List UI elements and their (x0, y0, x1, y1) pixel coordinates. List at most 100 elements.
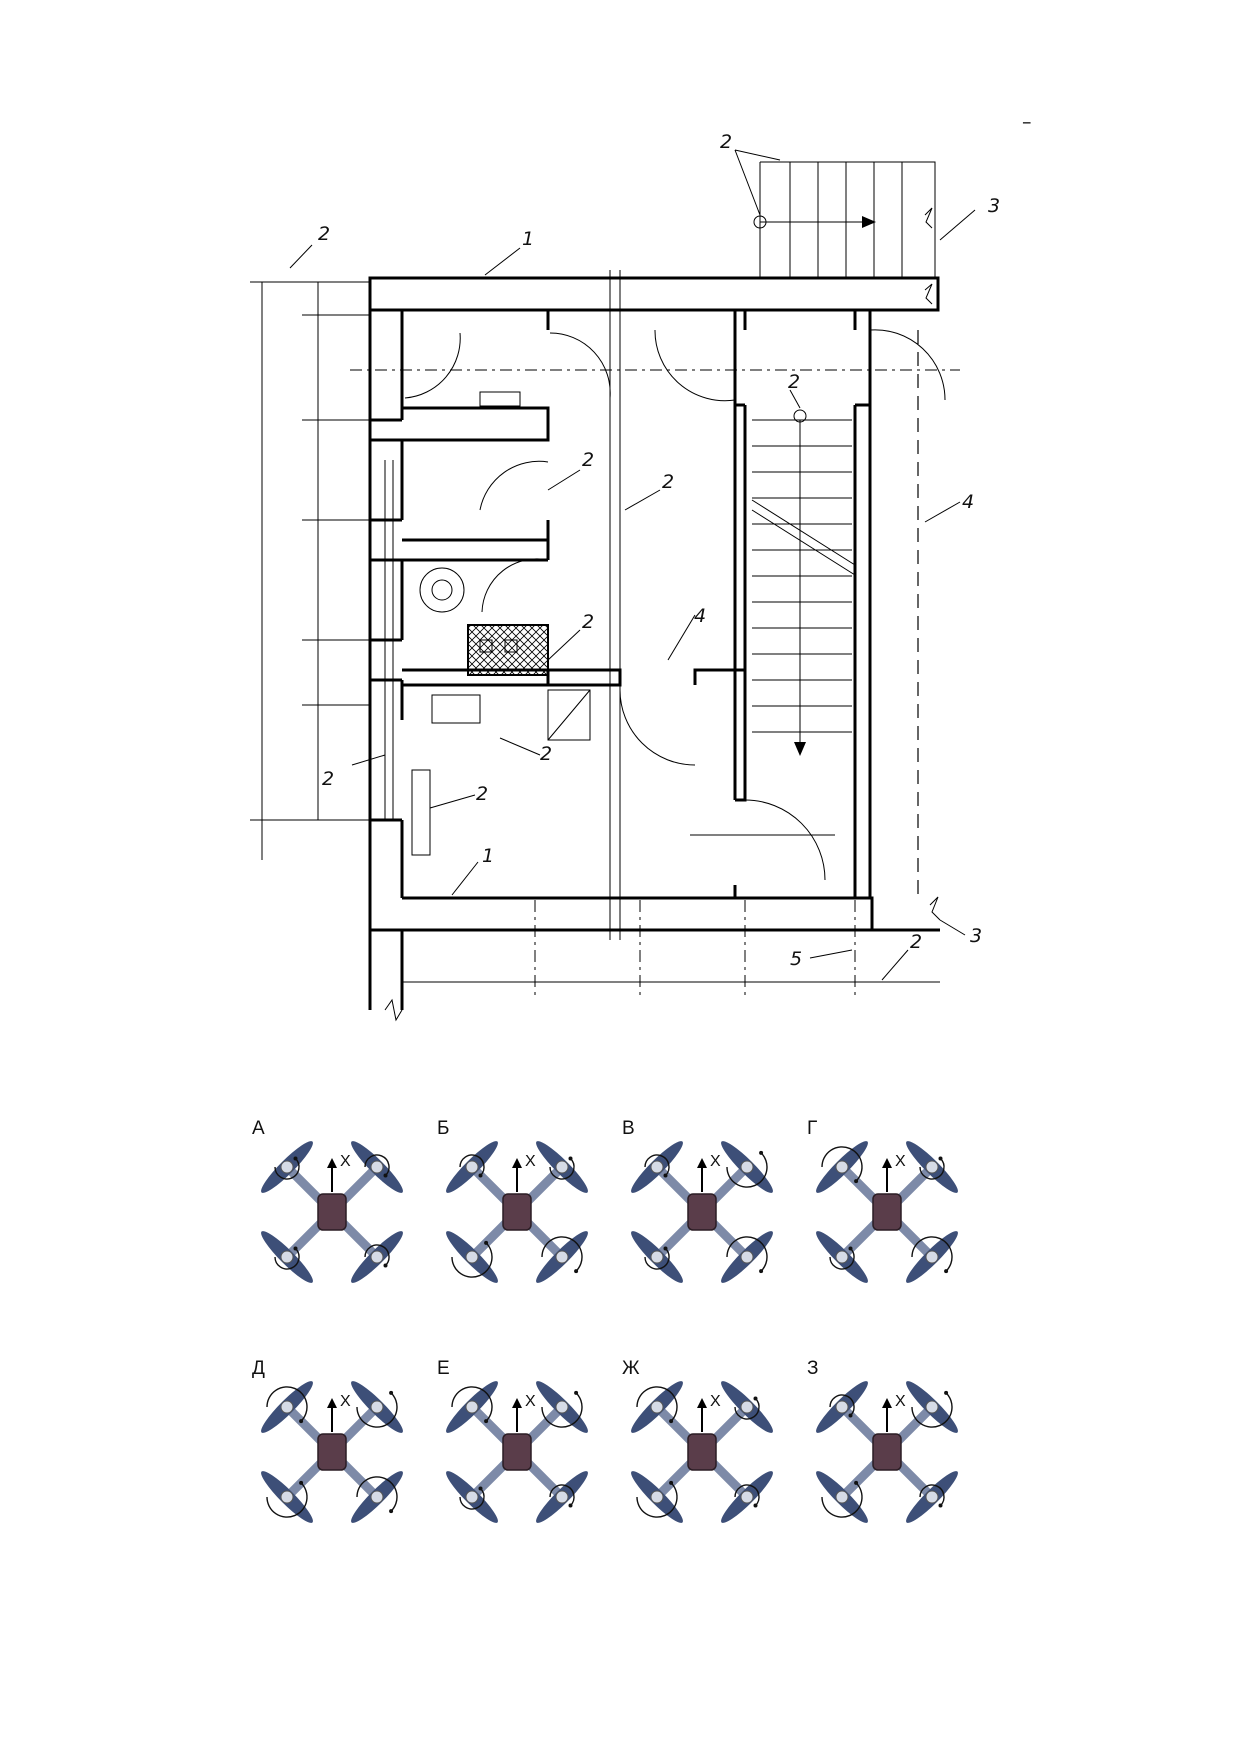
callout-2-bottom-right: 2 (910, 931, 922, 953)
motor-hub (555, 1490, 569, 1504)
rotation-ccw-arrow-icon (734, 1398, 760, 1420)
rotation-cw-arrow-icon (829, 1394, 855, 1416)
callout-2-stove: 2 (582, 611, 594, 633)
drone-letter: З (807, 1358, 819, 1379)
rotation-ccw-arrow-icon (459, 1488, 485, 1510)
motor-hub (280, 1160, 294, 1174)
rotation-cw-arrow-icon (451, 1386, 493, 1422)
motor-hub (555, 1250, 569, 1264)
motor-hub (925, 1400, 939, 1414)
motor-hub (835, 1400, 849, 1414)
drone-letter: Ж (622, 1358, 640, 1379)
rotation-ccw-arrow-icon (356, 1392, 398, 1428)
motor-hub (740, 1250, 754, 1264)
arrowhead-icon (663, 1173, 668, 1178)
callout-2-corridor: 2 (662, 471, 674, 493)
drone-body (872, 1193, 902, 1231)
callout-2-kitchen: 2 (540, 743, 552, 765)
arrowhead-icon (568, 1156, 573, 1161)
callout-1-bottom: 1 (482, 845, 494, 867)
x-axis-label: X (710, 1393, 721, 1410)
motor-hub (280, 1490, 294, 1504)
x-axis-label: X (525, 1393, 536, 1410)
callout-2-inner-stair: 2 (788, 371, 800, 393)
motor-hub (370, 1400, 384, 1414)
exterior-walls (368, 276, 940, 1010)
rotation-cw-arrow-icon (821, 1146, 863, 1182)
motor-hub (740, 1400, 754, 1414)
rotation-ccw-arrow-icon (274, 1158, 300, 1180)
break-marks (384, 207, 941, 1022)
arrowhead-icon (944, 1269, 949, 1274)
arrowhead-icon (854, 1179, 859, 1184)
top-mark: – (1022, 111, 1032, 133)
x-axis-arrowhead-icon (697, 1398, 707, 1408)
drone-letter: Е (437, 1358, 450, 1379)
rotation-cw-arrow-icon (266, 1386, 308, 1422)
axis-lines (250, 270, 960, 1000)
arrowhead-icon (848, 1246, 853, 1251)
motor-hub (835, 1160, 849, 1174)
arrowhead-icon (478, 1486, 483, 1491)
drone-letter: В (622, 1118, 635, 1139)
callout-4-right: 4 (962, 491, 974, 513)
rotation-cw-arrow-icon (549, 1484, 575, 1506)
rotation-ccw-arrow-icon (911, 1392, 953, 1428)
rotation-cw-arrow-icon (364, 1244, 390, 1266)
arrowhead-icon (389, 1390, 394, 1395)
x-axis-label: X (525, 1153, 536, 1170)
motor-hub (740, 1160, 754, 1174)
callout-2-fixture: 2 (476, 783, 488, 805)
drone-body (687, 1193, 717, 1231)
rotation-ccw-arrow-icon (549, 1158, 575, 1180)
arrowhead-icon (663, 1246, 668, 1251)
rotation-ccw-arrow-icon (266, 1482, 308, 1518)
drone-letter: Д (252, 1358, 265, 1379)
arrowhead-icon (574, 1390, 579, 1395)
arrowhead-icon (938, 1156, 943, 1161)
motor-hub (925, 1160, 939, 1174)
rotation-ccw-arrow-icon (644, 1248, 670, 1270)
arrowhead-icon (574, 1269, 579, 1274)
rotation-cw-arrow-icon (636, 1386, 678, 1422)
arrowhead-icon (299, 1419, 304, 1424)
external-stair (753, 161, 936, 278)
rotation-ccw-arrow-icon (451, 1242, 493, 1278)
drone-letter: Г (807, 1118, 818, 1139)
motor-hub (465, 1490, 479, 1504)
drone-body (317, 1193, 347, 1231)
quadcopter-icon: X (816, 1381, 958, 1523)
motor-hub (925, 1490, 939, 1504)
motor-hub (650, 1250, 664, 1264)
rotation-ccw-arrow-icon (274, 1248, 300, 1270)
arrowhead-icon (293, 1156, 298, 1161)
arrowhead-icon (854, 1480, 859, 1485)
motor-hub (925, 1250, 939, 1264)
rotation-ccw-arrow-icon (726, 1152, 768, 1188)
arrowhead-icon (484, 1419, 489, 1424)
motor-hub (835, 1250, 849, 1264)
inner-stair (751, 409, 856, 756)
motor-hub (555, 1400, 569, 1414)
x-axis-label: X (340, 1153, 351, 1170)
quadcopter-icon: X (816, 1141, 958, 1283)
arrowhead-icon (753, 1396, 758, 1401)
callouts: 1 2 2 3 2 2 2 4 2 4 2 2 2 1 3 5 2 (289, 131, 1000, 981)
x-axis-arrowhead-icon (512, 1158, 522, 1168)
arrowhead-icon (759, 1269, 764, 1274)
callout-2-left-bottom: 2 (322, 768, 334, 790)
arrowhead-icon (938, 1503, 943, 1508)
motor-hub (370, 1490, 384, 1504)
drone-body (502, 1433, 532, 1471)
motor-hub (740, 1490, 754, 1504)
rotation-ccw-arrow-icon (829, 1248, 855, 1270)
drone-body (872, 1433, 902, 1471)
doors (404, 329, 946, 881)
arrowhead-icon (383, 1173, 388, 1178)
quadcopter-icon: X (261, 1381, 403, 1523)
x-axis-arrowhead-icon (882, 1398, 892, 1408)
